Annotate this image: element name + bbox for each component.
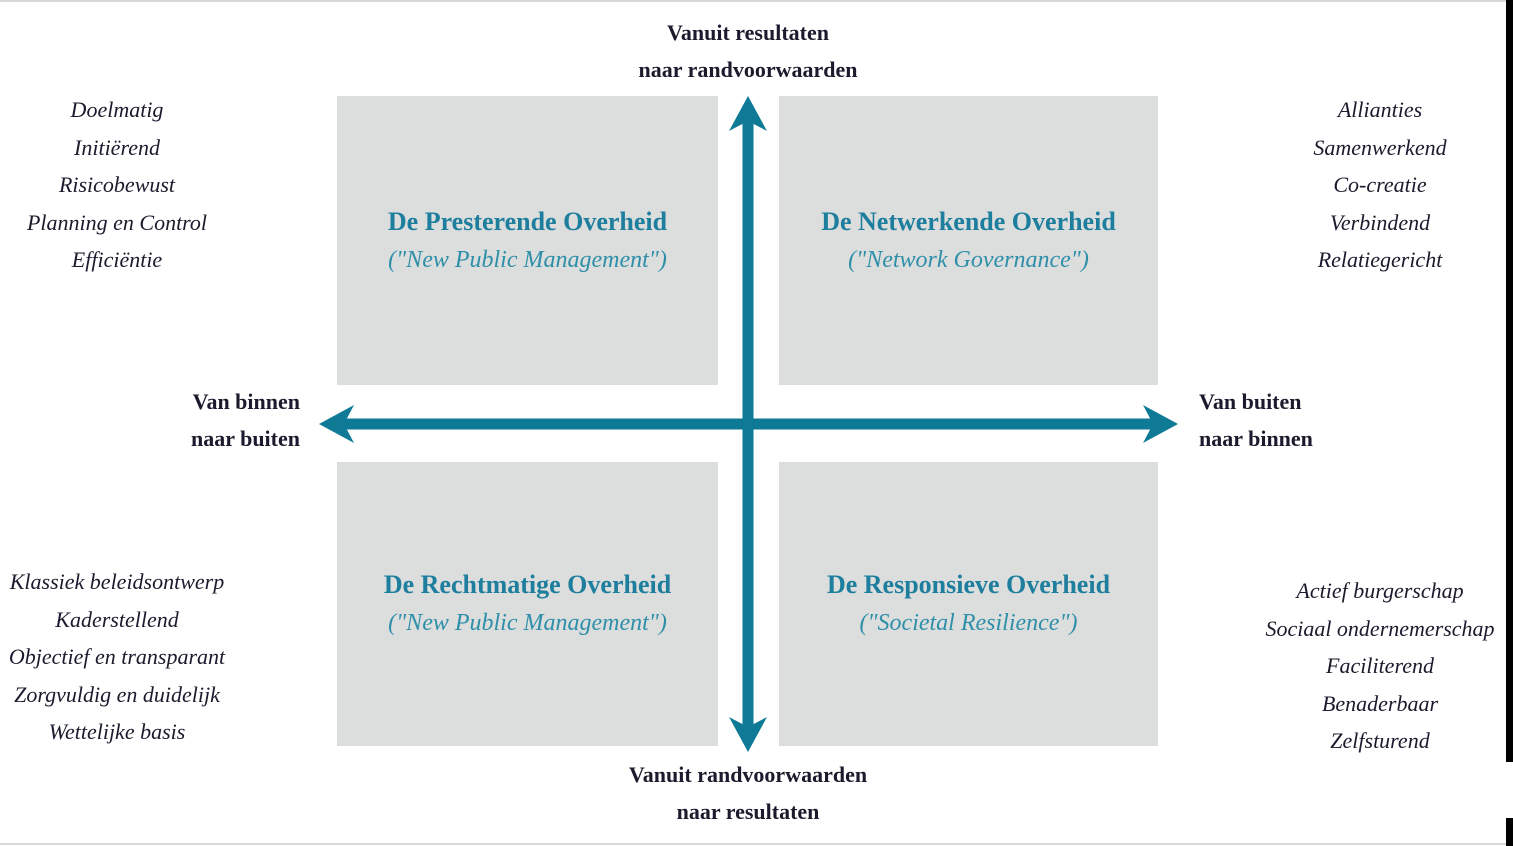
axis-label-top-line2: naar randvoorwaarden (638, 57, 858, 82)
quadrant-title: De Presterende Overheid (387, 206, 668, 236)
characteristic-item: Co-creatie (1333, 172, 1427, 198)
characteristics-top-right: Allianties Samenwerkend Co-creatie Verbi… (1313, 91, 1446, 279)
quadrant-subtitle: ("Network Governance") (848, 246, 1089, 273)
characteristic-item: Wettelijke basis (48, 719, 186, 745)
characteristic-item: Samenwerkend (1313, 134, 1447, 160)
arrowhead-right-icon (1143, 405, 1178, 443)
right-edge-black-bar-lower (1506, 818, 1513, 846)
characteristic-item: Initiërend (74, 134, 160, 160)
characteristic-item: Objectief en transparant (8, 644, 226, 670)
axis-label-right-line1: Van buiten (1199, 389, 1302, 414)
arrowhead-up-icon (729, 96, 767, 131)
characteristic-item: Risicobewust (58, 172, 176, 198)
characteristic-item: Kaderstellend (55, 606, 179, 632)
arrowhead-left-icon (319, 405, 354, 443)
characteristic-item: Doelmatig (70, 97, 164, 122)
characteristic-item: Faciliterend (1326, 653, 1434, 679)
quadrant-title: De Responsieve Overheid (826, 570, 1111, 599)
axis-label-left: Van binnen naar buiten (191, 383, 300, 457)
characteristic-item: Zorgvuldig en duidelijk (14, 681, 220, 707)
characteristic-item: Allianties (1337, 97, 1423, 122)
quadrant-netwerkende-overheid: De Netwerkende Overheid ("Network Govern… (779, 96, 1158, 385)
quadrant-subtitle: ("New Public Management") (388, 246, 667, 273)
characteristics-top-left: Doelmatig Initiërend Risicobewust Planni… (27, 91, 207, 279)
arrowhead-down-icon (729, 717, 767, 752)
bottom-border-line (0, 843, 1513, 845)
characteristic-item: Efficiëntie (71, 247, 163, 273)
axis-label-right-line2: naar binnen (1199, 426, 1313, 451)
axis-label-bottom: Vanuit randvoorwaarden naar resultaten (629, 756, 867, 830)
characteristic-item: Klassiek beleidsontwerp (9, 569, 225, 594)
axis-label-top-line1: Vanuit resultaten (667, 20, 829, 45)
characteristic-item: Planning en Control (26, 209, 208, 235)
characteristic-item: Verbindend (1329, 209, 1431, 235)
quadrant-rechtmatige-overheid: De Rechtmatige Overheid ("New Public Man… (337, 462, 718, 746)
right-edge-black-bar (1506, 0, 1513, 762)
quadrant-title: De Rechtmatige Overheid (383, 570, 672, 599)
characteristic-item: Actief burgerschap (1296, 578, 1464, 603)
axis-label-left-line1: Van binnen (192, 389, 300, 414)
axis-label-bottom-line1: Vanuit randvoorwaarden (628, 762, 868, 787)
characteristics-bottom-right: Actief burgerschap Sociaal ondernemersch… (1265, 572, 1494, 760)
characteristic-item: Relatiegericht (1317, 247, 1443, 273)
axis-label-top: Vanuit resultaten naar randvoorwaarden (639, 14, 858, 88)
quadrant-responsieve-overheid: De Responsieve Overheid ("Societal Resil… (779, 462, 1158, 746)
axis-label-right: Van buiten naar binnen (1199, 383, 1313, 457)
top-border-line (0, 0, 1513, 2)
quadrant-subtitle: ("Societal Resilience") (859, 610, 1078, 636)
characteristic-item: Sociaal ondernemerschap (1265, 615, 1495, 641)
quadrant-subtitle: ("New Public Management") (388, 610, 667, 636)
characteristic-item: Benaderbaar (1321, 690, 1439, 716)
axis-label-left-line2: naar buiten (190, 426, 300, 451)
quadrant-presterende-overheid: De Presterende Overheid ("New Public Man… (337, 96, 718, 385)
characteristics-bottom-left: Klassiek beleidsontwerp Kaderstellend Ob… (9, 563, 225, 751)
axis-label-bottom-line2: naar resultaten (676, 799, 820, 824)
characteristic-item: Zelfsturend (1330, 728, 1430, 754)
quadrant-title: De Netwerkende Overheid (821, 206, 1116, 236)
